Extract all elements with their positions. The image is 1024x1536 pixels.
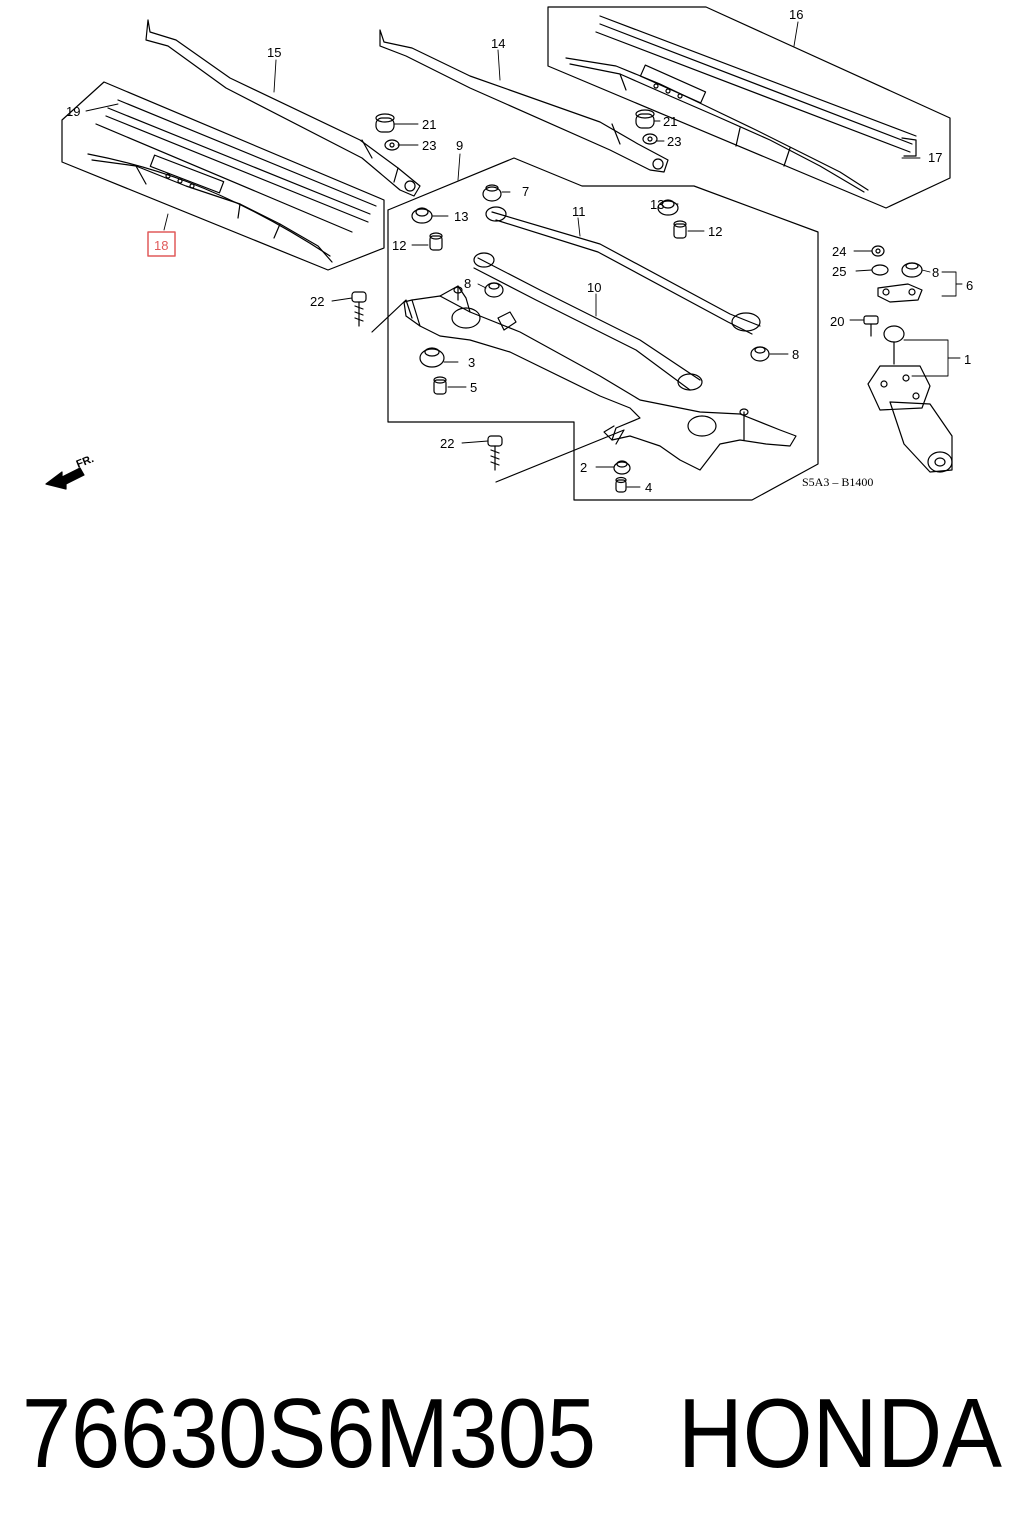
bolt-20 (863, 315, 879, 337)
callout-5: 5 (470, 380, 477, 395)
caption-bar: 76630S6M305 HONDA (22, 1378, 1003, 1488)
collar-12-left (429, 232, 443, 251)
callout-12-right: 12 (708, 224, 722, 239)
crank-arm-6 (877, 283, 923, 303)
rubber-refill-17 (595, 15, 917, 157)
screw-22-upper (351, 291, 367, 327)
callout-16: 16 (789, 7, 803, 22)
callout-leaders (85, 21, 963, 488)
collar-5 (433, 376, 447, 395)
callout-8-left: 8 (464, 276, 471, 291)
part-number: 76630S6M305 (22, 1378, 596, 1488)
callout-21-left: 21 (422, 117, 436, 132)
callout-23-right: 23 (667, 134, 681, 149)
cap-21-right (635, 109, 655, 129)
callout-20: 20 (830, 314, 844, 329)
callout-19: 19 (66, 104, 80, 119)
screw-22-lower (487, 435, 503, 471)
nut-24 (871, 245, 885, 257)
callout-9: 9 (456, 138, 463, 153)
cap-21-left (375, 113, 395, 133)
callout-11: 11 (572, 204, 586, 219)
callout-14: 14 (491, 36, 505, 51)
callout-10: 10 (587, 280, 601, 295)
linkage-rod-10 (473, 252, 703, 391)
cap-7 (482, 184, 502, 202)
callout-22-upper: 22 (310, 294, 324, 309)
grommet-3 (419, 347, 445, 368)
screw-22-leader-lower (495, 429, 625, 483)
wiper-blade-18 (87, 153, 333, 263)
screw-22-leader-upper (371, 299, 413, 333)
callout-8-right: 8 (792, 347, 799, 362)
washer-25 (871, 264, 889, 276)
callout-4: 4 (645, 480, 652, 495)
grommet-2 (613, 460, 631, 475)
callout-24: 24 (832, 244, 846, 259)
brand-name: HONDA (678, 1378, 1003, 1488)
wiper-blade-16 (565, 57, 869, 193)
callout-8-motor: 8 (932, 265, 939, 280)
callout-1: 1 (964, 352, 971, 367)
callout-labels: 15 14 16 19 18 17 21 23 21 23 9 7 13 12 … (66, 7, 973, 495)
wiper-arm-14 (379, 29, 669, 173)
bushing-8-left (484, 282, 504, 298)
callout-23-left: 23 (422, 138, 436, 153)
highlight-box-18 (147, 231, 176, 257)
callout-12-left: 12 (392, 238, 406, 253)
callout-13-right: 13 (650, 197, 664, 212)
bushing-8-motor (901, 262, 923, 278)
callout-21-right: 21 (663, 114, 677, 129)
rubber-refill-19 (95, 99, 377, 233)
callout-25: 25 (832, 264, 846, 279)
blade-16-frame (547, 6, 951, 209)
grommet-13-left (411, 207, 433, 224)
collar-12-right (673, 220, 687, 239)
callout-17: 17 (928, 150, 942, 165)
collar-4 (615, 476, 627, 493)
callout-6: 6 (966, 278, 973, 293)
wiper-motor-1 (867, 325, 953, 473)
callout-13-left: 13 (454, 209, 468, 224)
callout-18: 18 (154, 238, 168, 253)
callout-22-lower: 22 (440, 436, 454, 451)
nut-23-left (384, 139, 400, 151)
callout-3: 3 (468, 355, 475, 370)
linkage-9-frame (387, 157, 819, 501)
nut-23-right (642, 133, 658, 145)
linkage-rod-11 (485, 206, 761, 335)
callout-2: 2 (580, 460, 587, 475)
blade-18-frame (61, 81, 385, 271)
wiper-arm-15 (145, 19, 421, 197)
callout-7: 7 (522, 184, 529, 199)
grommet-13-right (657, 199, 679, 216)
bushing-8-right (750, 346, 770, 362)
direction-label: FR. (75, 453, 96, 471)
wiper-parts-diagram: 15 14 16 19 18 17 21 23 21 23 9 7 13 12 … (45, 6, 973, 501)
diagram-code: S5A3 – B1400 (802, 475, 873, 489)
linkage-main-frame (403, 285, 797, 471)
callout-15: 15 (267, 45, 281, 60)
front-direction-arrow (45, 467, 85, 490)
